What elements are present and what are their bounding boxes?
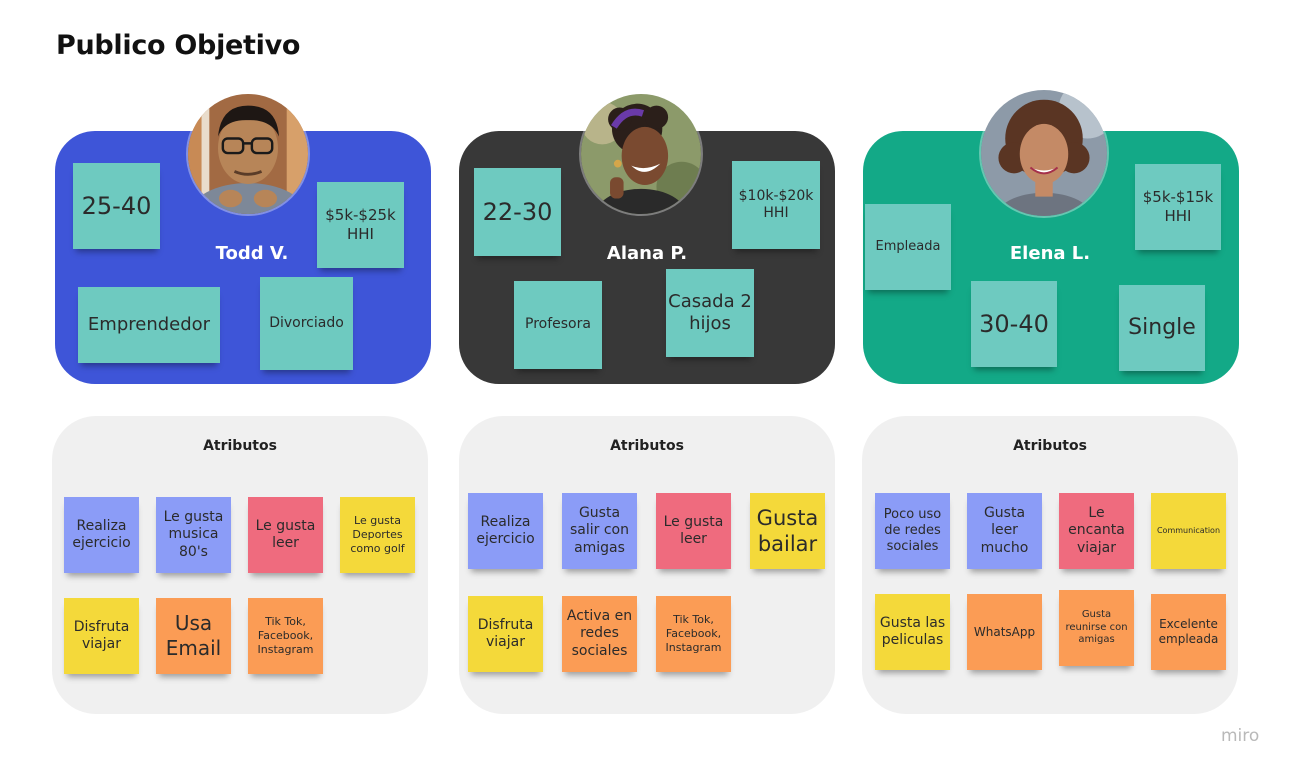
sticky-note-income[interactable]: $5k-$25k HHI xyxy=(317,182,404,268)
sticky-note-attribute[interactable]: Poco uso de redes sociales xyxy=(875,493,950,569)
page-title: Publico Objetivo xyxy=(56,30,301,61)
sticky-note-attribute[interactable]: Disfruta viajar xyxy=(64,598,139,674)
sticky-note-attribute[interactable]: Realiza ejercicio xyxy=(64,497,139,573)
sticky-note-attribute[interactable]: Gusta salir con amigas xyxy=(562,493,637,569)
sticky-note-attribute[interactable]: WhatsApp xyxy=(967,594,1042,670)
miro-logo: miro xyxy=(1221,726,1260,746)
sticky-note-occupation[interactable]: Profesora xyxy=(514,281,602,369)
sticky-note-age[interactable]: 22-30 xyxy=(474,168,561,256)
sticky-note-attribute[interactable]: Le gusta Deportes como golf xyxy=(340,497,415,573)
attributes-panel-todd[interactable]: Atributos Realiza ejercicio Le gusta mus… xyxy=(52,416,428,714)
sticky-note-attribute[interactable]: Tik Tok, Facebook, Instagram xyxy=(248,598,323,674)
sticky-note-occupation[interactable]: Emprendedor xyxy=(78,287,220,363)
attributes-panel-alana[interactable]: Atributos Realiza ejercicio Gusta salir … xyxy=(459,416,835,714)
sticky-note-status[interactable]: Casada 2 hijos xyxy=(666,269,754,357)
sticky-note-income[interactable]: $5k-$15k HHI xyxy=(1135,164,1221,250)
sticky-note-attribute[interactable]: Gusta las peliculas xyxy=(875,594,950,670)
attributes-title: Atributos xyxy=(610,438,684,454)
sticky-note-attribute[interactable]: Disfruta viajar xyxy=(468,596,543,672)
persona-card-elena[interactable]: $5k-$15k HHI Empleada 30-40 Single Elena… xyxy=(863,131,1239,384)
sticky-note-status[interactable]: Single xyxy=(1119,285,1205,371)
sticky-note-age[interactable]: 25-40 xyxy=(73,163,160,249)
avatar-alana xyxy=(579,92,703,216)
sticky-note-attribute[interactable]: Le gusta leer xyxy=(656,493,731,569)
sticky-note-occupation[interactable]: Empleada xyxy=(865,204,951,290)
persona-name: Alana P. xyxy=(606,243,688,264)
sticky-note-attribute[interactable]: Le gusta musica 80's xyxy=(156,497,231,573)
sticky-note-attribute[interactable]: Tik Tok, Facebook, Instagram xyxy=(656,596,731,672)
persona-name: Todd V. xyxy=(215,243,289,264)
sticky-note-attribute[interactable]: Gusta reunirse con amigas xyxy=(1059,590,1134,666)
sticky-note-attribute[interactable]: Gusta leer mucho xyxy=(967,493,1042,569)
attributes-title: Atributos xyxy=(203,438,277,454)
sticky-note-attribute[interactable]: Le encanta viajar xyxy=(1059,493,1134,569)
persona-name: Elena L. xyxy=(1009,243,1091,264)
attributes-title: Atributos xyxy=(1013,438,1087,454)
sticky-note-attribute[interactable]: Excelente empleada xyxy=(1151,594,1226,670)
sticky-note-age[interactable]: 30-40 xyxy=(971,281,1057,367)
sticky-note-income[interactable]: $10k-$20k HHI xyxy=(732,161,820,249)
sticky-note-attribute[interactable]: Realiza ejercicio xyxy=(468,493,543,569)
avatar-elena xyxy=(979,88,1109,218)
sticky-note-attribute[interactable]: Activa en redes sociales xyxy=(562,596,637,672)
sticky-note-attribute[interactable]: Usa Email xyxy=(156,598,231,674)
attributes-panel-elena[interactable]: Atributos Poco uso de redes sociales Gus… xyxy=(862,416,1238,714)
sticky-note-attribute[interactable]: Gusta bailar xyxy=(750,493,825,569)
sticky-note-attribute[interactable]: Le gusta leer xyxy=(248,497,323,573)
sticky-note-status[interactable]: Divorciado xyxy=(260,277,353,370)
sticky-note-attribute[interactable]: Communication xyxy=(1151,493,1226,569)
avatar-todd xyxy=(186,92,310,216)
